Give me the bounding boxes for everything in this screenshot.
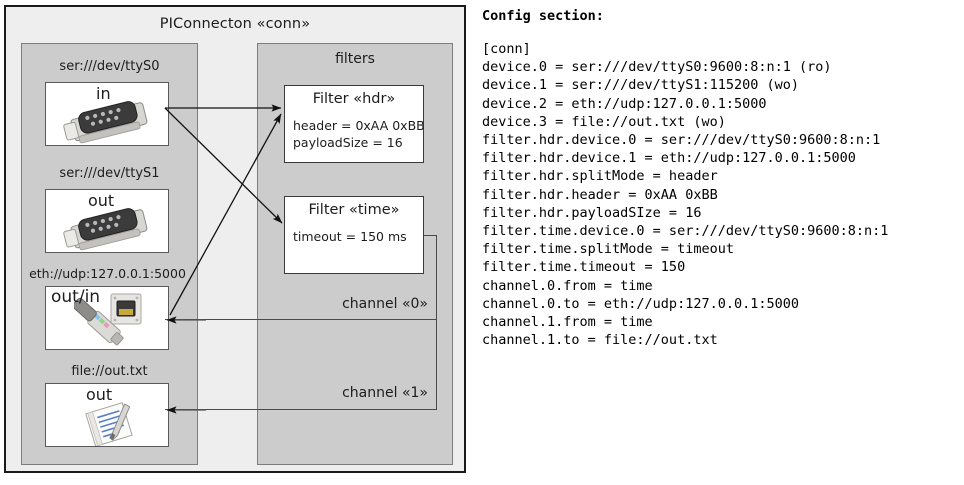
filter-time-title: Filter «time» [308, 202, 400, 218]
channel-0-label: channel «0» [342, 296, 428, 312]
device-io-file-out: out [86, 385, 113, 404]
device-label-ser-ttyS1: ser:///dev/ttyS1 [59, 166, 160, 181]
serial-port-icon [60, 206, 156, 256]
filter-box-time[interactable]: Filter «time» timeout = 150 ms [284, 196, 424, 274]
filter-box-hdr[interactable]: Filter «hdr» header = 0xAA 0xBB payloadS… [284, 85, 425, 163]
config-heading: Config section: [482, 8, 604, 24]
config-section: Config section: [conn] device.0 = ser://… [482, 0, 962, 484]
channel-1-path [165, 320, 437, 410]
component-title: PIConnecton «conn» [159, 16, 311, 32]
device-label-ser-ttyS0: ser:///dev/ttyS0 [59, 59, 160, 74]
config-text: [conn] device.0 = ser:///dev/ttyS0:9600:… [482, 41, 889, 349]
connector-component-frame: PIConnecton «conn» filters ser:///dev/tt… [4, 5, 466, 473]
text-file-icon [84, 402, 146, 450]
device-label-eth-udp: eth://udp:127.0.0.1:5000 [29, 266, 186, 281]
device-io-eth-udp: out/in [51, 287, 101, 307]
filter-hdr-prop-header: header = 0xAA 0xBB [293, 118, 425, 133]
channel-0-path-top [424, 235, 437, 237]
channel-0-path [165, 235, 437, 320]
device-io-ser-ttyS1: out [88, 191, 115, 210]
filter-time-prop-timeout: timeout = 150 ms [293, 229, 407, 244]
filter-hdr-prop-payload: payloadSize = 16 [293, 135, 403, 150]
filter-hdr-title: Filter «hdr» [312, 91, 396, 107]
device-box-ser-ttyS1[interactable]: out [45, 189, 169, 253]
device-box-file-out[interactable]: out [45, 383, 169, 447]
channel-1-label: channel «1» [342, 385, 428, 401]
device-box-ser-ttyS0[interactable]: in [45, 82, 169, 146]
serial-port-icon [60, 99, 156, 149]
device-box-eth-udp[interactable]: out/in [45, 286, 169, 350]
device-label-file-out: file://out.txt [71, 364, 148, 379]
device-io-ser-ttyS0: in [96, 84, 111, 103]
filters-panel-title: filters [335, 51, 375, 67]
